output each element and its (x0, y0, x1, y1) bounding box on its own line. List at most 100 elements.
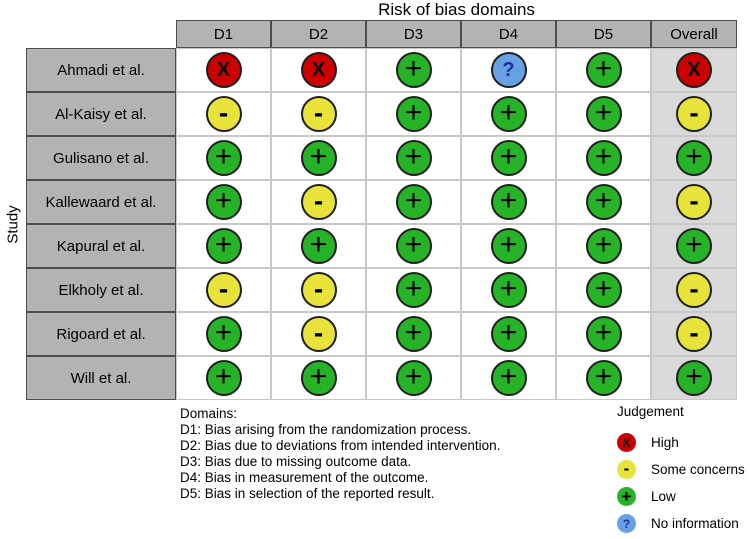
judgement-symbol: - (689, 272, 699, 304)
judgement-symbol: X (311, 59, 326, 81)
legend-symbol: ? (622, 516, 631, 531)
domains-note-line-1: D1: Bias arising from the randomization … (180, 422, 472, 437)
low-circle-icon: + (395, 272, 432, 308)
judgement-symbol: + (214, 140, 233, 173)
judgement-symbol: + (404, 360, 423, 393)
column-header-overall: Overall (651, 20, 737, 48)
judgement-cell: - (651, 312, 737, 356)
low-circle-icon: + (205, 228, 242, 264)
judgement-symbol: + (594, 140, 613, 173)
judgement-cell: - (271, 312, 366, 356)
legend-item-some_concerns: -Some concerns (617, 460, 745, 479)
judgement-cell: - (651, 180, 737, 224)
low-circle-icon: + (395, 140, 432, 176)
judgement-cell: + (271, 356, 366, 400)
legend-item-no_information: ? No information (617, 514, 745, 533)
low-circle-icon: + (490, 360, 527, 396)
study-name-cell: Al-Kaisy et al. (26, 92, 176, 136)
judgement-symbol: + (594, 272, 613, 305)
legend-item-label: Low (651, 489, 676, 504)
judgement-symbol: + (404, 228, 423, 261)
judgement-cell: + (366, 312, 461, 356)
judgement-cell: + (176, 136, 271, 180)
judgement-symbol: - (218, 272, 229, 304)
judgement-cell: + (461, 268, 556, 312)
some-concerns-circle-icon: - (676, 184, 712, 220)
judgement-symbol: + (404, 52, 423, 85)
judgement-symbol: + (309, 140, 328, 173)
some-concerns-circle-icon: - (205, 96, 242, 132)
low-circle-icon: + (585, 360, 622, 396)
legend-item-label: Some concerns (651, 462, 745, 477)
judgement-symbol: + (594, 228, 613, 261)
judgement-cell: + (366, 180, 461, 224)
low-circle-icon: + (490, 272, 527, 308)
low-circle-icon: + (585, 96, 622, 132)
judgement-cell: + (271, 136, 366, 180)
judgement-symbol: + (404, 272, 423, 305)
study-name-cell: Kallewaard et al. (26, 180, 176, 224)
y-axis-label-text: Study (4, 204, 22, 244)
judgement-symbol: + (594, 52, 613, 85)
study-name-cell: Rigoard et al. (26, 312, 176, 356)
low-circle-icon: + (395, 52, 432, 88)
judgement-cell: + (461, 312, 556, 356)
judgement-symbol: + (499, 360, 518, 393)
study-name-cell: Gulisano et al. (26, 136, 176, 180)
domains-note-heading: Domains: (180, 406, 238, 421)
table-corner-spacer (26, 20, 176, 48)
low-circle-icon: + (300, 228, 337, 264)
judgement-cell: - (271, 92, 366, 136)
judgement-cell: + (271, 224, 366, 268)
no-information-circle-icon: ? (490, 52, 527, 88)
judgement-symbol: + (214, 360, 233, 393)
judgement-cell: + (366, 224, 461, 268)
legend-item-label: No information (651, 516, 739, 531)
judgement-symbol: + (404, 140, 423, 173)
column-header-d5: D5 (556, 20, 651, 48)
study-name-cell: Elkholy et al. (26, 268, 176, 312)
judgement-symbol: + (214, 316, 233, 349)
domains-note-line-5: D5: Bias in selection of the reported re… (180, 486, 435, 501)
judgement-cell: + (556, 136, 651, 180)
high-legend-circle-icon: X (617, 433, 636, 452)
some-concerns-circle-icon: - (676, 272, 712, 308)
judgement-cell: X (271, 48, 366, 92)
low-circle-icon: + (585, 52, 622, 88)
low-circle-icon: + (490, 316, 527, 352)
judgement-symbol: + (594, 316, 613, 349)
judgement-cell: + (556, 180, 651, 224)
judgement-cell: + (556, 312, 651, 356)
judgement-cell: + (651, 224, 737, 268)
judgement-cell: + (556, 268, 651, 312)
some-concerns-legend-circle-icon: - (617, 460, 636, 479)
judgement-cell: + (176, 180, 271, 224)
y-axis-label: Study (0, 48, 26, 400)
low-circle-icon: + (300, 360, 337, 396)
judgement-symbol: - (313, 272, 324, 304)
judgement-symbol: + (404, 316, 423, 349)
column-header-d3: D3 (366, 20, 461, 48)
study-name-cell: Ahmadi et al. (26, 48, 176, 92)
low-circle-icon: + (205, 140, 242, 176)
low-circle-icon: + (395, 228, 432, 264)
judgement-symbol: - (689, 184, 699, 216)
judgement-symbol: + (594, 96, 613, 129)
column-header-d1: D1 (176, 20, 271, 48)
domains-note-line-2: D2: Bias due to deviations from intended… (180, 438, 501, 453)
judgement-cell: + (366, 48, 461, 92)
judgement-symbol: + (404, 96, 423, 129)
column-header-d4: D4 (461, 20, 556, 48)
judgement-cell: X (176, 48, 271, 92)
some-concerns-circle-icon: - (205, 272, 242, 308)
judgement-cell: + (366, 92, 461, 136)
judgement-symbol: + (594, 184, 613, 217)
judgement-symbol: - (313, 96, 324, 128)
judgement-cell: + (461, 136, 556, 180)
legend-item-low: +Low (617, 487, 745, 506)
judgement-cell: + (556, 224, 651, 268)
low-circle-icon: + (395, 360, 432, 396)
